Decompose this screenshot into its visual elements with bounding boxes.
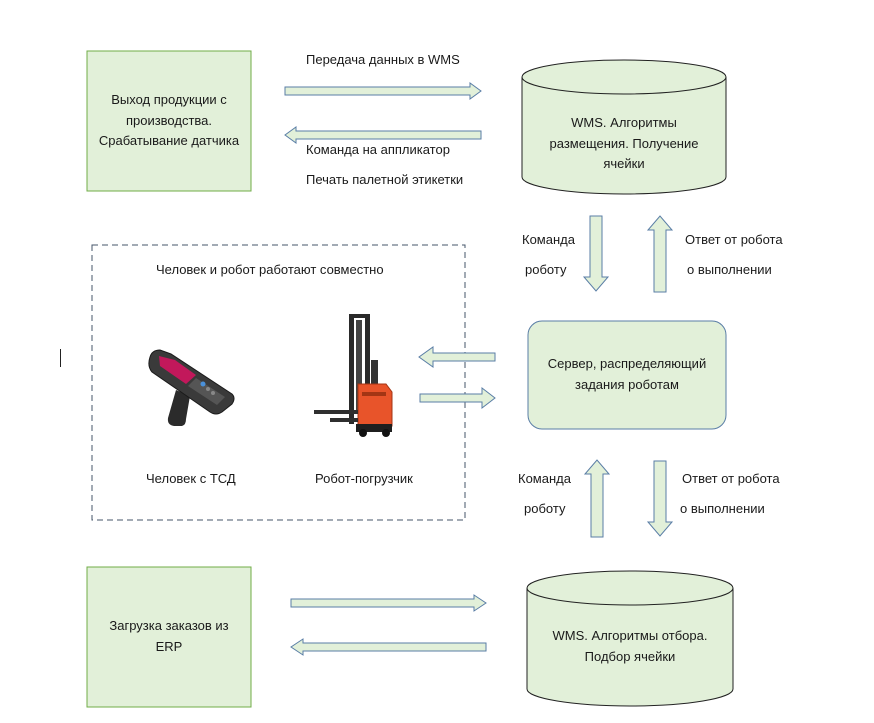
server-box-text: Сервер, распределяющий задания роботам xyxy=(547,356,707,392)
wms-bottom-cylinder xyxy=(526,570,734,707)
arrow-erp-to-wms xyxy=(290,594,487,612)
label-cmd-robot-bottom-1: Команда xyxy=(518,471,571,486)
production-box xyxy=(86,50,252,192)
production-box-text: Выход продукции с производства. Срабатыв… xyxy=(98,91,240,149)
collaboration-group xyxy=(91,244,466,521)
arrow-to-production xyxy=(284,126,482,144)
handheld-terminal-icon xyxy=(148,349,235,426)
wms-bottom-text: WMS. Алгоритмы отбора. Подбор ячейки xyxy=(552,628,708,664)
label-answer-top-1: Ответ от робота xyxy=(685,232,783,247)
label-print-label: Печать палетной этикетки xyxy=(306,172,464,187)
label-answer-bottom-1: Ответ от робота xyxy=(682,471,780,486)
arrow-down-wms-to-server xyxy=(582,215,610,292)
erp-box xyxy=(86,566,252,708)
label-data-to-wms: Передача данных в WMS xyxy=(306,52,460,67)
arrow-down-server-to-wms xyxy=(646,460,674,537)
human-label: Человек с ТСД xyxy=(146,471,236,486)
label-answer-top-2: о выполнении xyxy=(687,262,772,277)
server-box xyxy=(527,320,727,430)
arrow-up-wms-to-server xyxy=(583,459,611,538)
label-cmd-robot-bottom-2: роботу xyxy=(524,501,566,516)
arrow-group-to-server xyxy=(419,386,496,410)
label-cmd-robot-top-2: роботу xyxy=(525,262,567,277)
wms-top-text: WMS. Алгоритмы размещения. Получение яче… xyxy=(549,114,699,172)
group-title: Человек и робот работают совместно xyxy=(156,262,384,277)
text-cursor xyxy=(60,349,61,367)
arrow-up-server-to-wms xyxy=(646,215,674,293)
arrow-server-to-group xyxy=(418,346,496,368)
arrow-to-wms xyxy=(284,82,482,100)
forklift-robot-icon xyxy=(314,314,393,437)
arrow-wms-to-erp xyxy=(290,638,487,656)
erp-box-text: Загрузка заказов из ERP xyxy=(109,618,229,654)
label-cmd-applicator: Команда на аппликатор xyxy=(306,142,450,157)
robot-label: Робот-погрузчик xyxy=(315,471,413,486)
wms-top-cylinder xyxy=(521,59,727,195)
label-answer-bottom-2: о выполнении xyxy=(680,501,765,516)
label-cmd-robot-top-1: Команда xyxy=(522,232,575,247)
